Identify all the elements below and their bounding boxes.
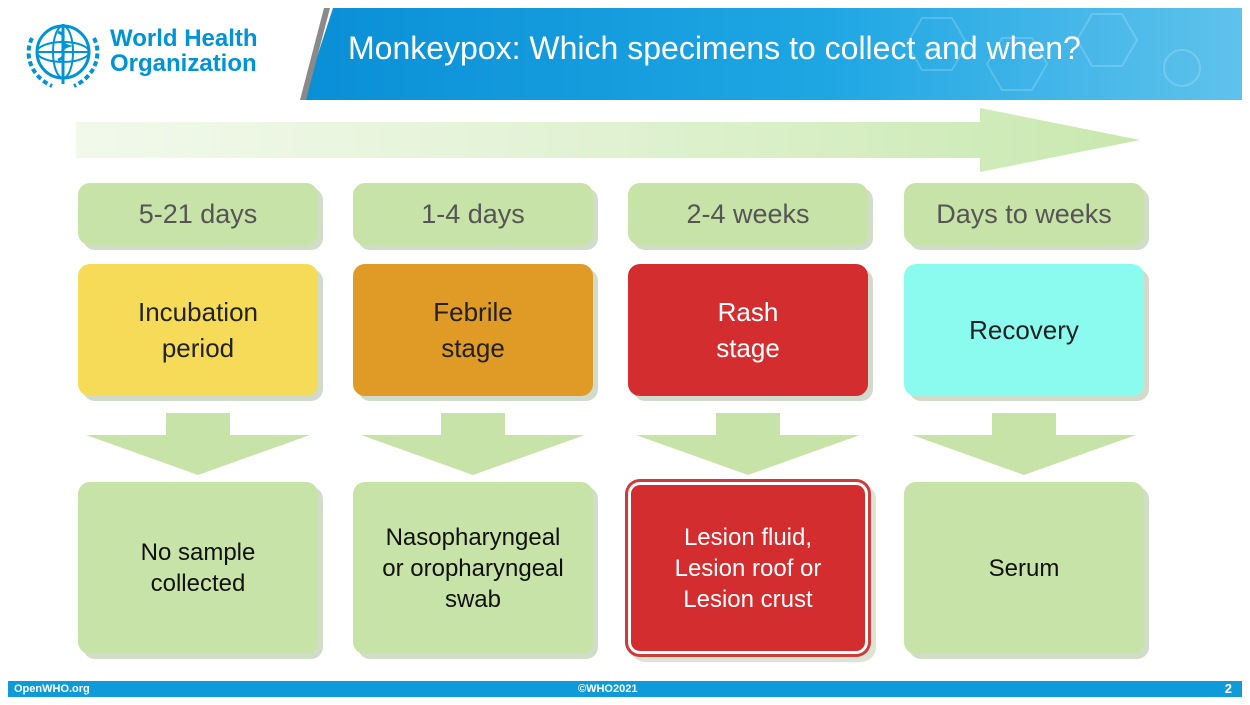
duration-box: 5-21 days (78, 183, 318, 245)
specimen-box: Nasopharyngeal or oropharyngeal swab (353, 482, 593, 654)
footer-site[interactable]: OpenWHO.org (14, 683, 90, 695)
duration-box: 1-4 days (353, 183, 593, 245)
specimen-box: No sample collected (78, 482, 318, 654)
down-arrow-icon (86, 413, 310, 475)
organization-name-line: World Health (110, 25, 258, 52)
stage-box: Rash stage (628, 264, 868, 396)
duration-box: 2-4 weeks (628, 183, 868, 245)
who-emblem-icon (26, 24, 100, 88)
duration-box: Days to weeks (904, 183, 1144, 245)
organization-name-line: Organization (110, 50, 257, 77)
specimen-box: Lesion fluid, Lesion roof or Lesion crus… (628, 482, 868, 654)
down-arrow-icon (912, 413, 1136, 475)
page-number: 2 (1224, 681, 1232, 696)
stage-box: Incubation period (78, 264, 318, 396)
footer: OpenWHO.org ©WHO2021 2 (8, 681, 1242, 697)
header-decoration (905, 13, 1201, 91)
page-title: Monkeypox: Which specimens to collect an… (348, 30, 1081, 66)
stage-box: Recovery (904, 264, 1144, 396)
down-arrow-icon (636, 413, 860, 475)
footer-copyright: ©WHO2021 (578, 683, 638, 695)
specimen-box: Serum (904, 482, 1144, 654)
stage-box: Febrile stage (353, 264, 593, 396)
header-band (303, 8, 1242, 100)
down-arrow-icon (361, 413, 585, 475)
timeline-arrow (76, 108, 1140, 172)
